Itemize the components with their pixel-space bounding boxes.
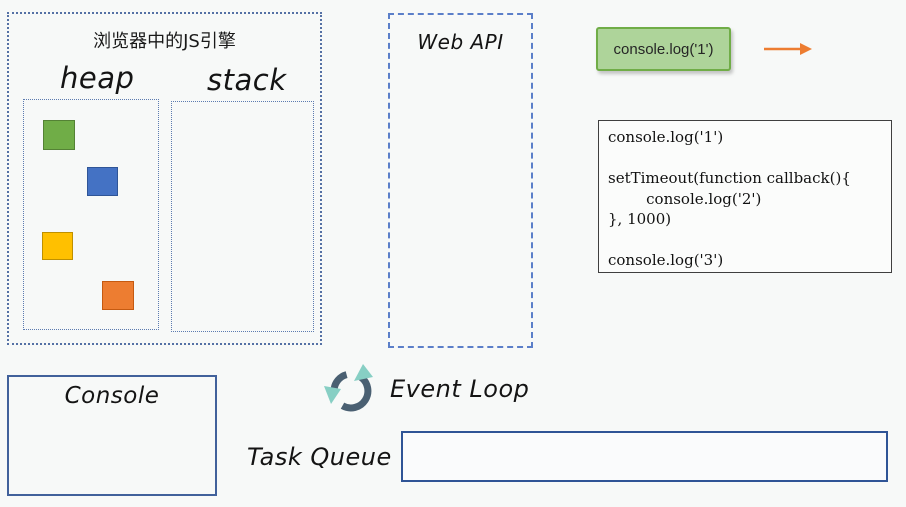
stack-box (171, 101, 314, 332)
stack-label: stack (207, 63, 287, 97)
js-engine-title: 浏览器中的JS引擎 (93, 31, 236, 52)
heap-label: heap (60, 61, 135, 95)
web-api-box: Web API (388, 13, 533, 348)
event-loop-label: Event Loop (390, 375, 530, 403)
code-box: console.log('1') setTimeout(function cal… (598, 120, 892, 273)
console-title: Console (64, 383, 160, 409)
event-loop-icon (324, 364, 373, 412)
console-box: Console (7, 375, 217, 496)
heap-block-yellow (42, 232, 73, 260)
js-engine-box (7, 12, 322, 345)
heap-block-green (43, 120, 75, 150)
web-api-title: Web API (417, 30, 504, 54)
heap-box (23, 99, 159, 330)
code-snippet: console.log('1') setTimeout(function cal… (608, 128, 851, 269)
task-queue-box (401, 431, 888, 482)
heap-block-orange (102, 281, 134, 310)
flow-arrow-icon (764, 43, 812, 55)
task-queue-label: Task Queue (247, 443, 392, 471)
task-chip: console.log('1') (596, 27, 731, 71)
heap-block-blue (87, 167, 118, 196)
